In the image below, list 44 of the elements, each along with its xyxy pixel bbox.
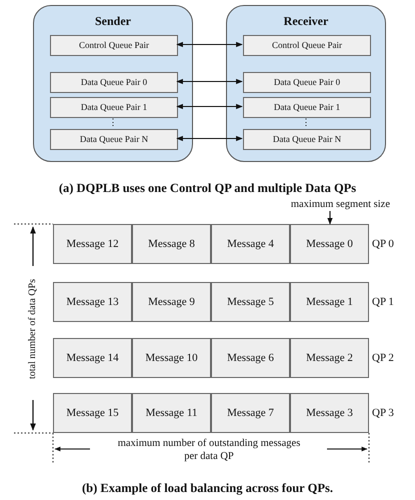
endpoint-panel [33, 5, 193, 162]
message-cell: Message 8 [132, 224, 211, 264]
row-label: QP 2 [372, 351, 395, 366]
dimension-label: total number of data QPs [26, 278, 39, 381]
double-arrow [176, 42, 243, 48]
row-label: QP 3 [372, 406, 395, 421]
caption: (b) Example of load balancing across four QPs. [81, 480, 334, 497]
caption: (a) DQPLB uses one Control QP and multiple Data QPs [58, 180, 358, 196]
message-cell: Message 9 [132, 282, 211, 322]
message-cell: Message 15 [53, 393, 132, 433]
message-cell: Message 12 [53, 224, 132, 264]
queue-pair-box: Data Queue Pair N [50, 129, 178, 150]
queue-pair-box: Data Queue Pair 0 [50, 72, 178, 93]
double-arrow [176, 78, 243, 84]
panel-title: Receiver [282, 13, 330, 30]
dimension-label: maximum number of outstanding messages per data QP [116, 437, 302, 464]
message-cell: Message 6 [211, 338, 290, 378]
message-cell: Message 14 [53, 338, 132, 378]
message-cell: Message 4 [211, 224, 290, 264]
queue-pair-box: Control Queue Pair [243, 35, 371, 56]
queue-pair-box: Data Queue Pair 0 [243, 72, 371, 93]
message-cell: Message 3 [290, 393, 369, 433]
double-arrow [176, 136, 243, 142]
annotation-text: maximum segment size [272, 199, 390, 211]
queue-pair-box: Data Queue Pair 1 [243, 97, 371, 118]
queue-pair-box: Data Queue Pair 1 [50, 97, 178, 118]
message-cell: Message 13 [53, 282, 132, 322]
message-cell: Message 11 [132, 393, 211, 433]
double-arrow [176, 104, 243, 110]
ellipsis-mark: ⋮ [300, 116, 312, 128]
message-cell: Message 2 [290, 338, 369, 378]
message-cell: Message 5 [211, 282, 290, 322]
leader-arrow [327, 211, 333, 225]
row-label: QP 1 [372, 295, 395, 310]
message-cell: Message 10 [132, 338, 211, 378]
ellipsis-mark: ⋮ [108, 116, 118, 128]
panel-title: Sender [94, 13, 132, 30]
queue-pair-box: Data Queue Pair N [243, 129, 371, 150]
message-cell: Message 7 [211, 393, 290, 433]
message-cell: Message 0 [290, 224, 369, 264]
queue-pair-box: Control Queue Pair [50, 35, 178, 56]
message-cell: Message 1 [290, 282, 369, 322]
row-label: QP 0 [372, 237, 395, 252]
endpoint-panel [226, 5, 386, 162]
